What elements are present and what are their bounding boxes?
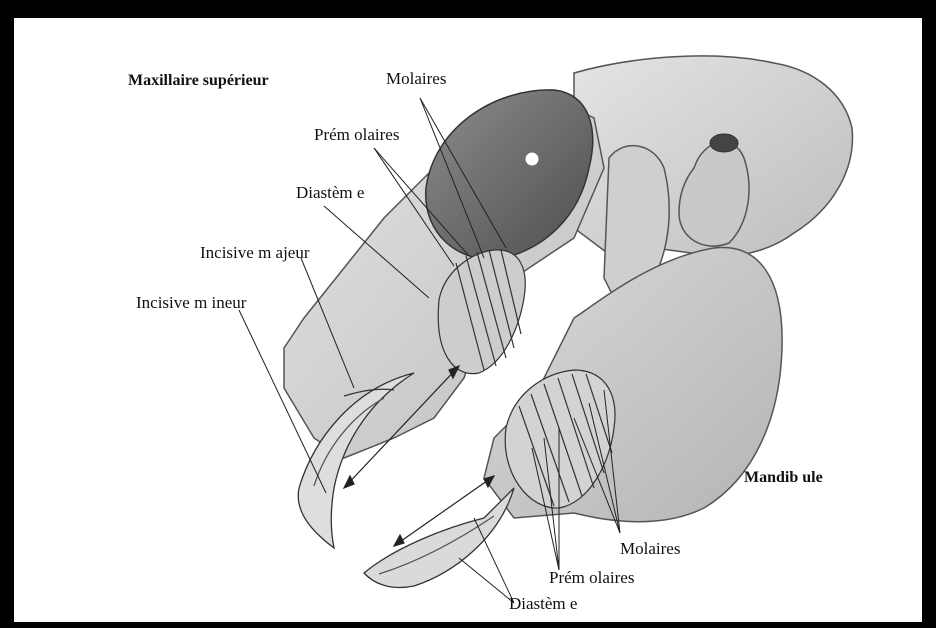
label-mandibule: Mandib ule [744,470,823,486]
label-diasteme-bottom: Diastèm e [509,595,577,612]
diagram-canvas: Maxillaire supérieur Molaires Prém olair… [14,18,922,622]
label-premolaires-top: Prém olaires [314,126,399,143]
label-premolaires-bottom: Prém olaires [549,569,634,586]
lower-incisor [364,488,514,587]
label-incisive-mineur: Incisive m ineur [136,294,246,311]
rodent-skull-illustration [14,18,922,622]
ear-canal [710,134,738,152]
label-diasteme-top: Diastèm e [296,184,364,201]
orbit-highlight [525,152,539,166]
label-molaires-top: Molaires [386,70,446,87]
label-maxillaire-superieur: Maxillaire supérieur [128,73,269,89]
label-incisive-majeur: Incisive m ajeur [200,244,310,261]
label-molaires-bottom: Molaires [620,540,680,557]
